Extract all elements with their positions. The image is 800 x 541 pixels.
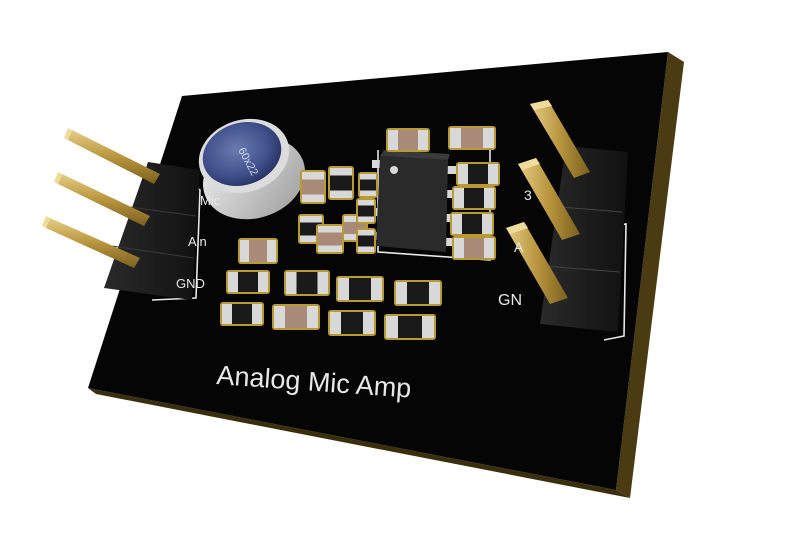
smd-resistor <box>220 302 264 326</box>
left-header-body <box>104 162 200 300</box>
right-header-pin <box>506 222 568 304</box>
pcb-edge-right <box>616 52 684 498</box>
smd-resistor <box>284 270 330 296</box>
smd-capacitor <box>300 170 326 204</box>
right-pin-header <box>506 100 628 332</box>
left-pin-header <box>42 128 200 300</box>
smd-resistor <box>452 186 496 210</box>
left-pin-label-ain: Ain <box>188 234 207 249</box>
left-header-pin <box>42 216 140 268</box>
left-pin-label-mic: Mic <box>200 193 221 208</box>
smd-resistor <box>226 270 270 294</box>
right-header-pin <box>518 158 580 240</box>
smd-resistor <box>356 198 376 224</box>
smd-components <box>220 126 500 340</box>
smd-resistor <box>328 166 354 200</box>
smd-capacitor <box>316 224 344 254</box>
microphone-capsule: 60x22 <box>198 118 305 220</box>
ic-chip <box>372 150 458 252</box>
smd-resistor <box>394 280 442 306</box>
right-header-body <box>540 146 628 332</box>
left-header-pin <box>54 172 150 226</box>
smd-capacitor <box>238 238 278 264</box>
right-header-pin <box>530 100 590 178</box>
ic-pin1-dot <box>390 166 398 174</box>
smd-resistor <box>358 172 378 198</box>
smd-resistor <box>356 228 376 254</box>
right-pin-label-3: 3 <box>524 187 532 203</box>
right-pin-label-a: A <box>514 239 524 255</box>
left-header-pin <box>64 128 160 184</box>
left-pin-label-gnd: GND <box>176 276 205 291</box>
pcb-edge-bottom <box>88 388 630 498</box>
smd-capacitor <box>448 126 496 150</box>
smd-resistor <box>328 310 376 336</box>
smd-resistor <box>450 212 494 236</box>
smd-resistor <box>456 162 500 186</box>
smd-capacitor <box>452 236 496 260</box>
smd-capacitor <box>272 304 320 330</box>
smd-resistor <box>384 314 436 340</box>
smd-capacitor <box>386 128 430 152</box>
smd-resistor <box>336 276 384 302</box>
right-pin-label-gnd: GN <box>498 292 522 309</box>
